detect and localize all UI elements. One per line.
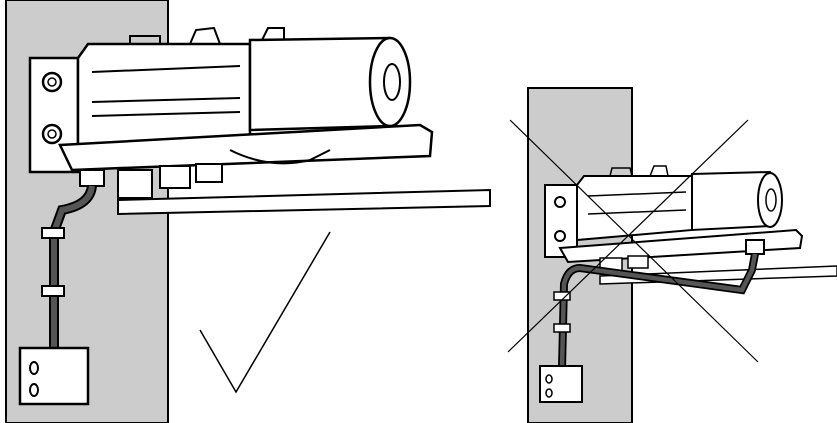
door-closer bbox=[558, 165, 804, 275]
checkmark-icon bbox=[199, 231, 331, 394]
cross-icon bbox=[507, 119, 759, 363]
cable-clip bbox=[553, 291, 571, 301]
cable-correct bbox=[41, 169, 105, 350]
mounting-plate bbox=[544, 184, 578, 258]
cable-nut bbox=[745, 239, 765, 255]
screw-head bbox=[554, 196, 566, 208]
panel-correct bbox=[5, 0, 491, 423]
cable-clip bbox=[41, 227, 65, 239]
junction-box bbox=[18, 346, 90, 406]
junction-box bbox=[539, 365, 583, 403]
cable-nut bbox=[79, 169, 105, 187]
door-arm bbox=[117, 188, 491, 216]
cable-incorrect bbox=[553, 239, 765, 369]
cable-clip bbox=[553, 323, 571, 333]
screw-head bbox=[554, 230, 566, 242]
cable-clip bbox=[41, 285, 65, 297]
panel-incorrect bbox=[507, 87, 837, 423]
door-closer bbox=[58, 26, 434, 199]
